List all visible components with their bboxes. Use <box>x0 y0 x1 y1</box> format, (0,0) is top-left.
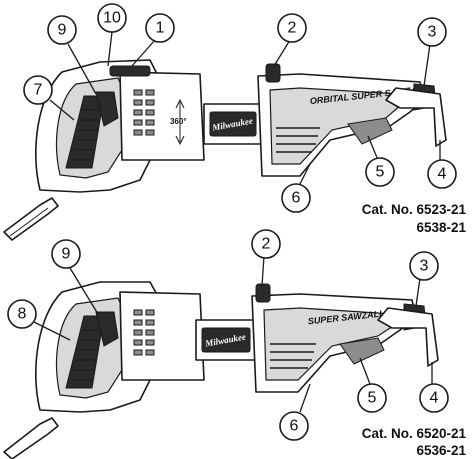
svg-text:4: 4 <box>438 166 447 183</box>
bottom-power-cord <box>3 417 59 459</box>
top-trigger <box>95 91 119 127</box>
bottom-leader-lines <box>33 255 433 413</box>
top-callout-6: 6 <box>281 183 311 213</box>
svg-text:1: 1 <box>156 20 165 37</box>
svg-text:2: 2 <box>288 20 297 37</box>
svg-text:5: 5 <box>376 164 385 181</box>
top-rotation-label: 360° <box>170 117 187 126</box>
svg-text:8: 8 <box>18 306 27 323</box>
bottom-callout-8: 8 <box>7 299 37 329</box>
bottom-trigger <box>95 311 119 347</box>
top-catalog-line2: 6538-21 <box>416 220 466 235</box>
top-blade-lock-lever <box>265 63 281 83</box>
top-callout-7: 7 <box>23 75 53 105</box>
top-power-cord <box>3 197 59 241</box>
top-motor-housing <box>119 71 205 161</box>
bottom-callout-2: 2 <box>251 229 281 259</box>
bottom-motor-housing <box>119 291 205 381</box>
svg-text:10: 10 <box>103 10 121 27</box>
top-leader-lines <box>49 31 441 185</box>
svg-text:3: 3 <box>420 258 429 275</box>
bottom-callout-9: 9 <box>51 239 81 269</box>
top-brand-logo-panel <box>209 111 257 137</box>
bottom-catalog-line1: Cat. No. 6520-21 <box>362 426 467 441</box>
top-callout-10: 10 <box>97 3 127 33</box>
top-callout-9: 9 <box>47 15 77 45</box>
top-speed-dial <box>109 65 151 77</box>
svg-text:9: 9 <box>58 22 67 39</box>
bottom-brand-logo-panel <box>201 327 251 353</box>
svg-text:6: 6 <box>290 418 299 435</box>
bottom-callout-3: 3 <box>409 251 439 281</box>
svg-text:4: 4 <box>430 390 439 407</box>
svg-text:3: 3 <box>428 24 437 41</box>
top-callout-3: 3 <box>417 17 447 47</box>
bottom-blade-lock-lever <box>255 283 271 303</box>
bottom-shoe-lever <box>339 337 385 365</box>
top-callout-1: 1 <box>145 13 175 43</box>
top-motor-vents <box>133 89 155 136</box>
top-nose-ribs <box>276 127 320 153</box>
svg-text:2: 2 <box>262 236 271 253</box>
bottom-nose-ribs <box>270 343 316 369</box>
svg-text:6: 6 <box>292 190 301 207</box>
bottom-shoe <box>377 307 439 367</box>
bottom-saw-illustration: Milwaukee SUPER SAWZALL <box>3 281 439 459</box>
top-shoe <box>385 87 447 147</box>
top-callout-5: 5 <box>365 157 395 187</box>
top-callout-4: 4 <box>427 159 457 189</box>
top-catalog-line1: Cat. No. 6523-21 <box>362 202 467 217</box>
svg-text:5: 5 <box>368 390 377 407</box>
bottom-catalog-line2: 6536-21 <box>416 443 466 458</box>
svg-text:9: 9 <box>62 246 71 263</box>
top-shoe-lever <box>347 117 393 145</box>
top-callout-2: 2 <box>277 13 307 43</box>
bottom-callout-4: 4 <box>419 383 449 413</box>
bottom-callout-6: 6 <box>279 411 309 441</box>
svg-text:7: 7 <box>34 82 43 99</box>
bottom-motor-vents <box>133 309 155 356</box>
bottom-callout-5: 5 <box>357 383 387 413</box>
